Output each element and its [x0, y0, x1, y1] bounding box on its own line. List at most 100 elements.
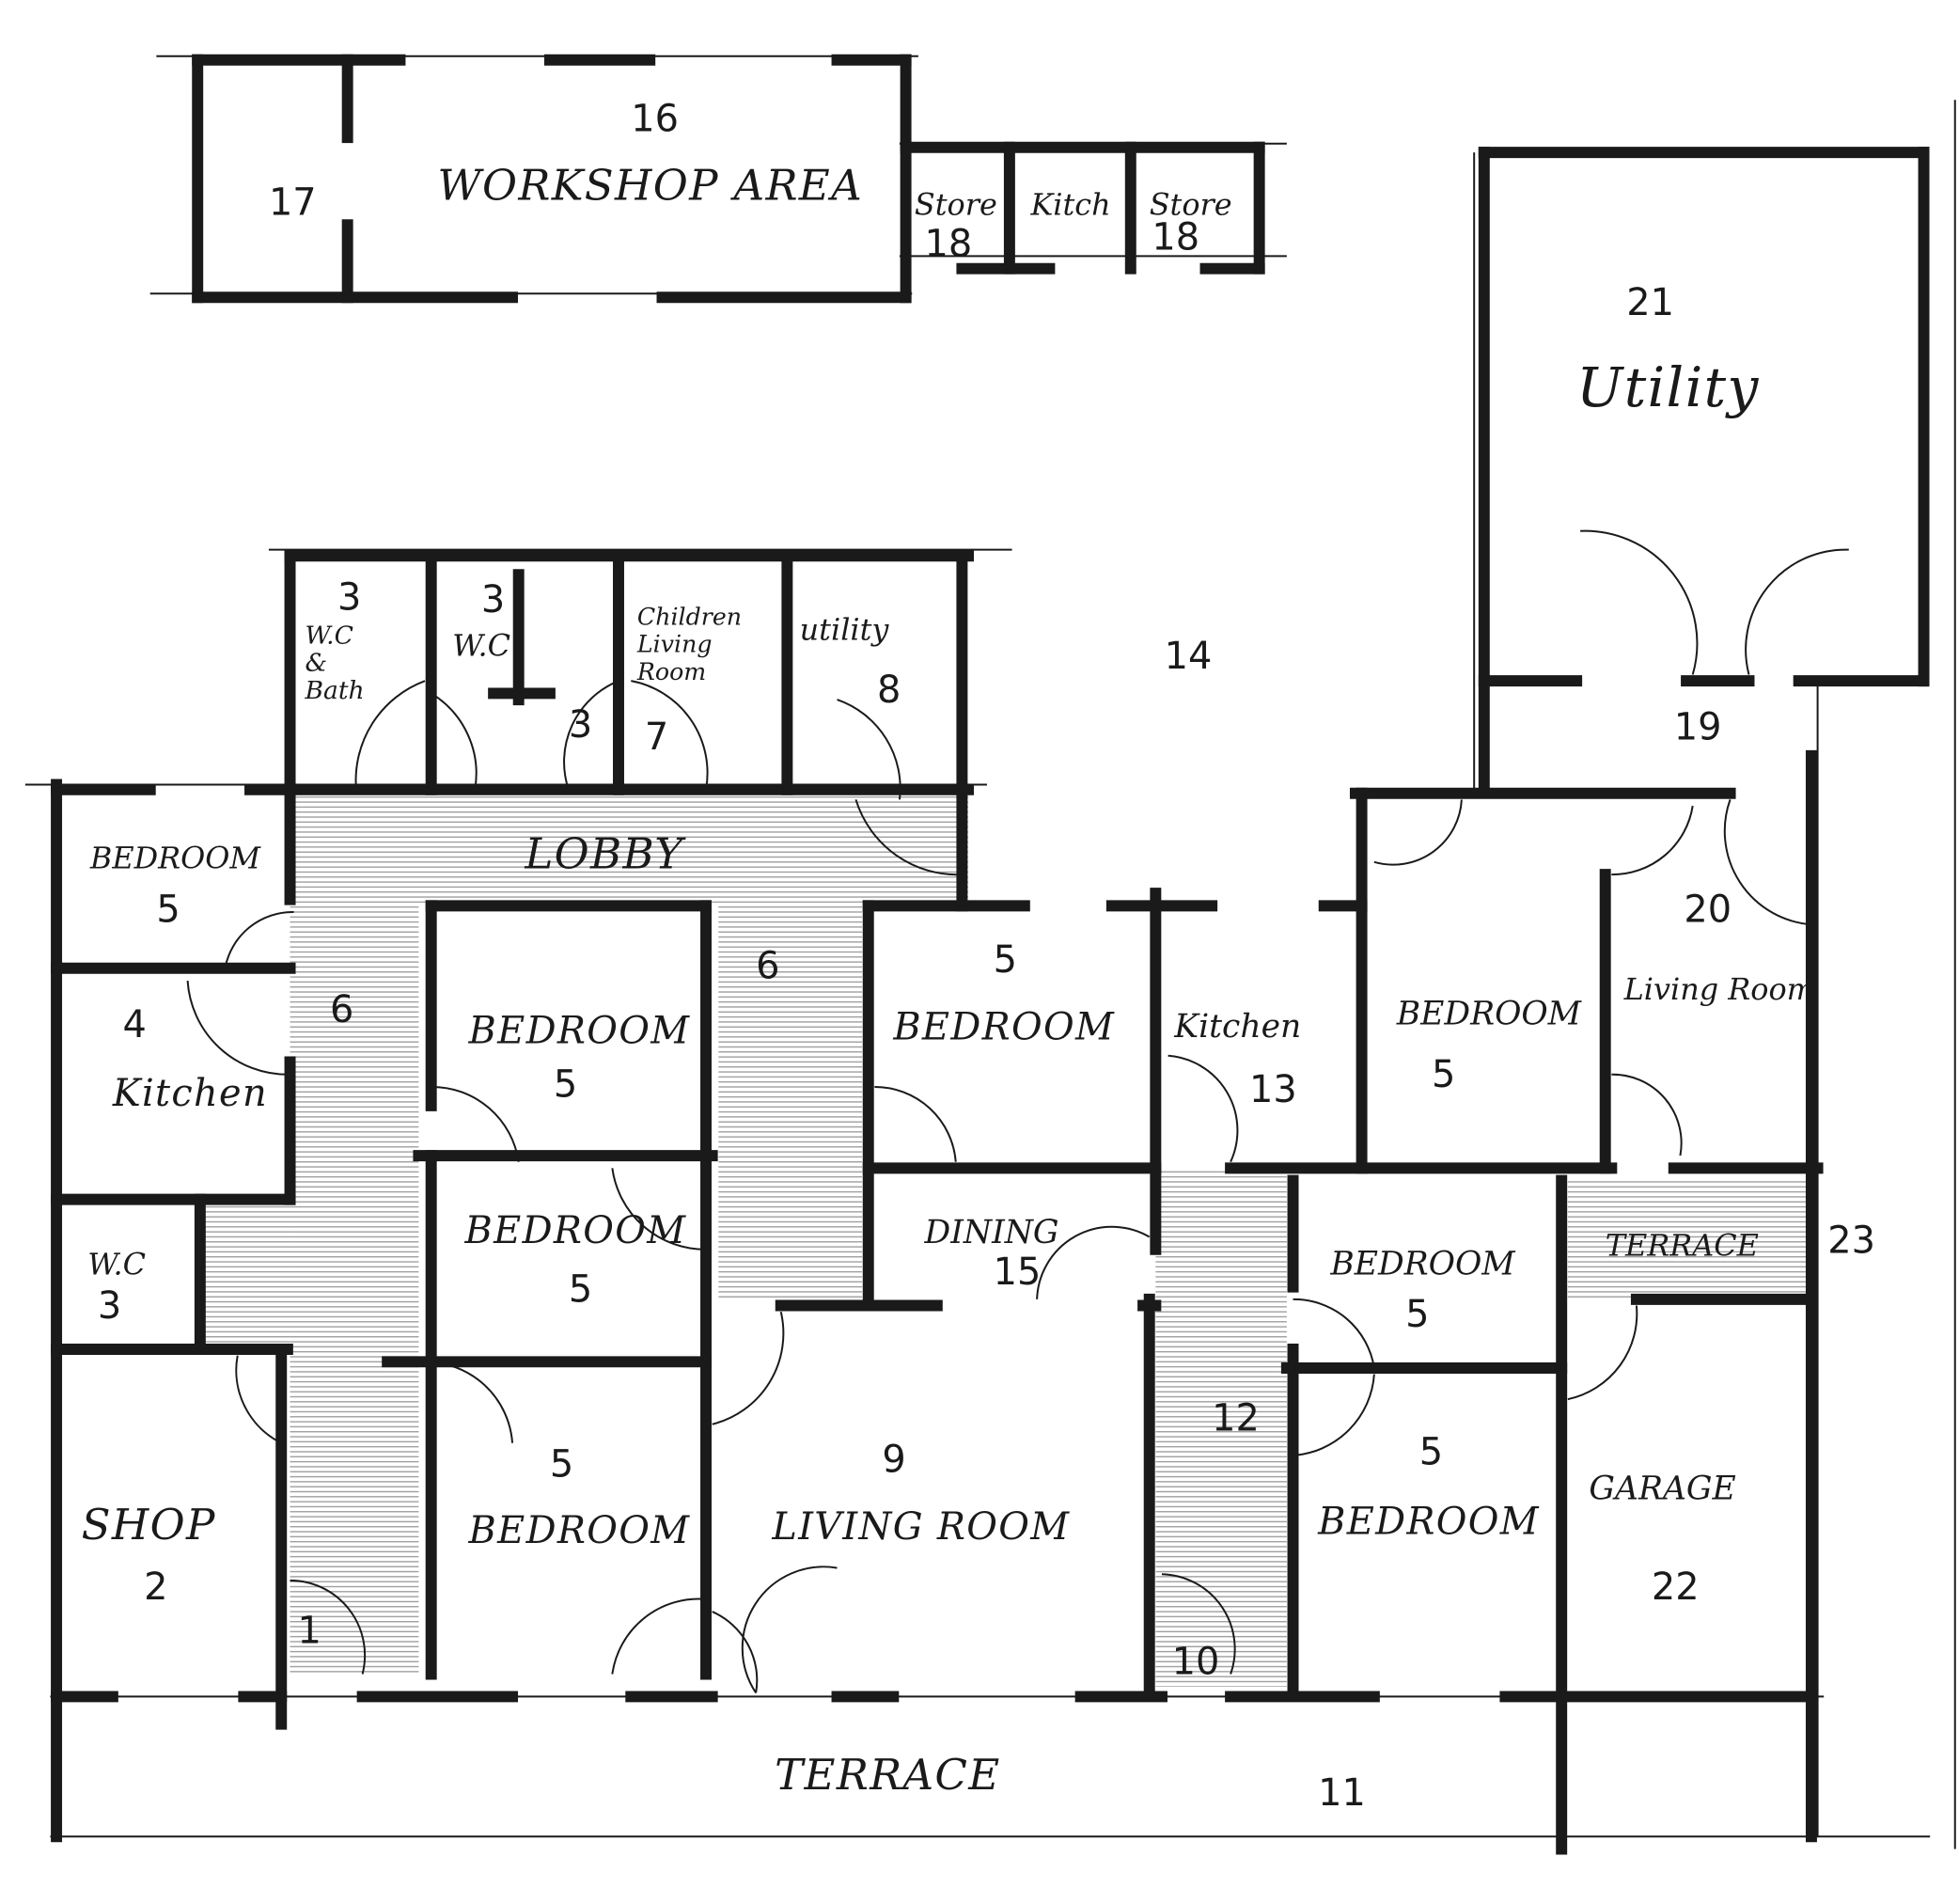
- room-label: Living Room: [1623, 971, 1815, 1007]
- room-number: 2: [144, 1566, 167, 1609]
- room-number: 20: [1684, 889, 1732, 932]
- room-number: 5: [994, 938, 1017, 982]
- label-line: &: [305, 649, 327, 678]
- hatch-area: [290, 789, 969, 906]
- door-swing: [1580, 529, 1699, 675]
- room-label: BEDROOM: [468, 1509, 691, 1552]
- room-number: 23: [1827, 1220, 1875, 1263]
- hatch-area: [718, 905, 863, 1299]
- door-swing: [1567, 1305, 1638, 1401]
- room-number: 21: [1626, 281, 1674, 324]
- door-swing: [431, 692, 478, 790]
- door-swing: [186, 980, 288, 1076]
- door-swing: [235, 1355, 282, 1444]
- room-number: 1: [298, 1609, 321, 1652]
- room-labels: 16 WORKSHOP AREA 17 Store 18 Kitch Store…: [82, 98, 1875, 1816]
- door-swing: [425, 1361, 514, 1443]
- room-number: 17: [269, 181, 317, 225]
- door-swing: [1611, 1073, 1683, 1157]
- room-label: BEDROOM: [464, 1209, 687, 1252]
- door-swing: [1373, 799, 1463, 866]
- room-number: 18: [925, 222, 973, 265]
- door-swing: [563, 680, 619, 791]
- room-number: 5: [156, 889, 180, 932]
- room-number: 6: [756, 944, 779, 987]
- room-number: 5: [550, 1443, 573, 1487]
- door-swing: [224, 910, 294, 968]
- door-swing: [874, 1086, 957, 1162]
- room-number: 5: [554, 1063, 577, 1107]
- room-label: BEDROOM: [1317, 1501, 1540, 1544]
- room-number: 10: [1172, 1641, 1220, 1684]
- room-label: Store: [1150, 187, 1232, 223]
- room-number: 4: [122, 1003, 146, 1046]
- room-label: utility: [800, 611, 890, 647]
- door-swings: [186, 529, 1849, 1693]
- door-swing: [712, 1611, 759, 1693]
- room-label: BEDROOM: [468, 1009, 691, 1052]
- room-label: GARAGE: [1589, 1470, 1735, 1507]
- room-label: Kitchen: [1173, 1008, 1301, 1046]
- room-number: 5: [569, 1268, 592, 1312]
- hatch-area: [1567, 1180, 1818, 1299]
- room-label: SHOP: [82, 1500, 216, 1550]
- room-number: 7: [645, 716, 668, 759]
- room-number: 22: [1652, 1566, 1700, 1609]
- room-label: LIVING ROOM: [771, 1505, 1070, 1549]
- door-swing: [1611, 805, 1694, 876]
- room-label: BEDROOM: [1396, 996, 1583, 1033]
- door-swing: [1293, 1374, 1375, 1456]
- door-swing: [854, 799, 963, 876]
- room-number: 3: [481, 578, 505, 622]
- room-number: 6: [330, 988, 353, 1031]
- room-number: 19: [1674, 706, 1722, 749]
- room-label: Utility: [1576, 355, 1760, 419]
- door-swing: [1161, 1573, 1236, 1675]
- room-number: 8: [877, 669, 901, 712]
- room-number: 16: [631, 98, 679, 141]
- door-swing: [611, 1168, 707, 1251]
- room-label: W.C: [452, 628, 510, 664]
- room-label: Store: [915, 187, 997, 223]
- door-swing: [431, 1086, 520, 1162]
- room-number: 18: [1152, 216, 1199, 260]
- room-label: W.C: [87, 1246, 146, 1282]
- room-number: 11: [1318, 1771, 1366, 1815]
- room-label: TERRACE: [1606, 1227, 1759, 1263]
- circulation-hatching: [199, 789, 1818, 1687]
- room-label: DINING: [924, 1214, 1059, 1251]
- door-swing: [611, 1597, 707, 1675]
- room-label: BEDROOM: [892, 1006, 1115, 1049]
- room-label: TERRACE: [775, 1750, 1001, 1800]
- room-number: 14: [1165, 635, 1213, 678]
- room-number: 5: [1419, 1430, 1443, 1473]
- hatch-area: [290, 905, 419, 1675]
- room-label: Kitch: [1029, 187, 1110, 223]
- door-swing: [1168, 1054, 1239, 1163]
- label-line: Room: [636, 658, 706, 685]
- door-swing: [354, 680, 426, 790]
- walls: [51, 54, 1930, 1855]
- room-number: 3: [98, 1284, 121, 1328]
- room-number: 15: [994, 1251, 1042, 1294]
- room-number: 5: [1405, 1293, 1429, 1336]
- room-label: WORKSHOP AREA: [437, 161, 863, 211]
- label-line: Children: [637, 603, 742, 630]
- hatch-area: [1155, 1168, 1287, 1687]
- room-number: 13: [1249, 1068, 1297, 1111]
- room-label: BEDROOM: [1329, 1245, 1516, 1282]
- room-number: 3: [569, 703, 592, 747]
- door-swing: [1745, 548, 1849, 675]
- door-swing: [741, 1566, 838, 1693]
- room-label: Kitchen: [112, 1072, 268, 1115]
- room-label: W.C&Bath: [304, 621, 364, 704]
- door-swing: [631, 680, 709, 790]
- door-swing: [290, 1579, 367, 1675]
- room-number: 9: [882, 1438, 905, 1481]
- room-label: BEDROOM: [89, 840, 262, 875]
- room-number: 3: [337, 575, 361, 619]
- label-line: Living: [636, 631, 713, 658]
- door-swing: [1293, 1298, 1375, 1369]
